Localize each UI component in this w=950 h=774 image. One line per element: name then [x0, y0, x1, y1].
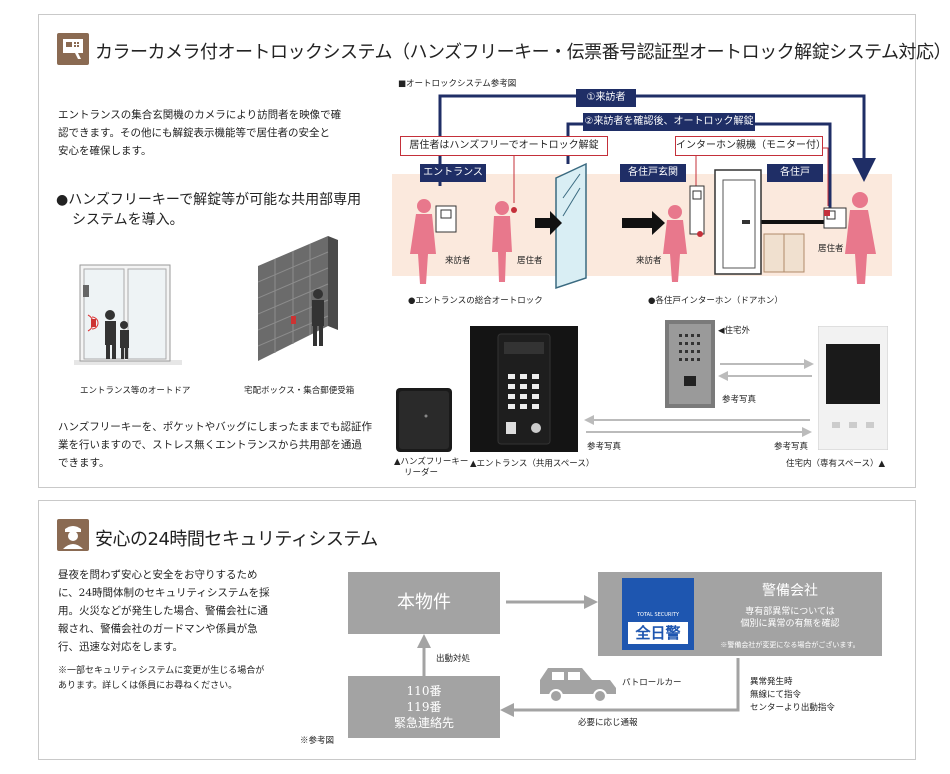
- caption-inside: 住宅内（専有スペース）▲: [786, 459, 886, 469]
- security-company-box: TOTAL SECURITY 全日警 警備会社 専有部異常については 個別に異常…: [598, 572, 882, 656]
- autolock-diagram: [392, 94, 892, 290]
- company-title: 警備会社: [762, 583, 818, 599]
- emergency-box: 110番 119番 緊急連絡先: [348, 676, 500, 738]
- body-line: 用。火災などが発生した場合、警備会社に通: [58, 605, 268, 617]
- logo-text: 全日警: [628, 622, 688, 644]
- property-box: 本物件: [348, 572, 500, 634]
- zone-door: 各住戸玄関: [620, 164, 686, 182]
- handsfree-note: 居住者はハンズフリーでオートロック解錠: [400, 136, 608, 156]
- caption-autolock: ●エントランスの総合オートロック: [408, 296, 543, 306]
- label-visitor-2: 来訪者: [636, 256, 662, 266]
- patrol-label: パトロールカー: [622, 678, 682, 688]
- caption-outside: ◀住宅外: [718, 326, 751, 336]
- anomaly-line: 無線にて指令: [750, 690, 802, 700]
- company-sub-line: 専有部異常については: [745, 607, 835, 617]
- caption-ref3: 参考写真: [774, 442, 809, 452]
- anomaly-label: 異常発生時 無線にて指令 センターより出動指令: [750, 676, 835, 715]
- caption-reader: ▲ハンズフリーキー リーダー: [394, 457, 468, 479]
- emergency-line: 110番: [406, 684, 442, 698]
- anomaly-line: センターより出動指令: [750, 703, 835, 713]
- note-line: ※一部セキュリティシステムに変更が生じる場合が: [58, 666, 265, 676]
- emergency-line: 緊急連絡先: [393, 716, 454, 730]
- label-visitor-1: 来訪者: [445, 256, 471, 266]
- report-label: 必要に応じ通報: [578, 718, 638, 728]
- logo-small-text: TOTAL SECURITY: [637, 612, 679, 618]
- handsfree-reader-photo: [396, 388, 452, 452]
- caption-ref1: 参考写真: [722, 395, 757, 405]
- company-sub-line: 個別に異常の有無を確認: [740, 619, 840, 629]
- intro-line: 安心を確保します。: [58, 145, 152, 157]
- handsfree-heading: ●ハンズフリーキーで解錠等が可能な共用部専用 システムを導入。: [56, 190, 361, 230]
- label-resident-2: 居住者: [818, 244, 844, 254]
- anomaly-line: 異常発生時: [750, 677, 793, 687]
- caption-autodoor: エントランス等のオートドア: [80, 386, 191, 396]
- intro-line: エントランスの集合玄関機のカメラにより訪問者を映像で確: [58, 109, 342, 121]
- guard-icon: [57, 519, 89, 551]
- patrol-car-icon: [540, 668, 616, 703]
- body-line: 昼夜を問わず安心と安全をお守りするため: [58, 569, 258, 581]
- company-note: ※警備会社が変更になる場合がございます。: [720, 641, 860, 649]
- zone-unit: 各住戸: [767, 164, 823, 182]
- caption-entrance: ▲エントランス（共用スペース）: [470, 459, 595, 469]
- emergency-line: 119番: [406, 700, 442, 714]
- section1-title: カラーカメラ付オートロックシステム（ハンズフリーキー・伝票番号認証型オートロック…: [95, 42, 950, 63]
- caption-doorphone: ●各住戸インターホン（ドアホン）: [648, 296, 783, 306]
- reader-line: リーダー: [404, 468, 439, 478]
- bullet-line: ●ハンズフリーキーで解錠等が可能な共用部専用: [56, 192, 362, 208]
- section2-title: 安心の24時間セキュリティシステム: [95, 529, 378, 550]
- indoor-monitor-photo: [818, 326, 888, 450]
- body-line: に、24時間体制のセキュリティシステムを採: [58, 587, 270, 599]
- link-arrows-outside: [718, 359, 814, 381]
- body-line: できます。: [58, 457, 110, 469]
- note-line: あります。詳しくは係員にお尋ねください。: [58, 681, 238, 691]
- body-line: 報され、警備会社のガードマンや係員が急: [58, 623, 258, 635]
- section2-note: ※一部セキュリティシステムに変更が生じる場合が あります。詳しくは係員にお尋ねく…: [58, 664, 318, 694]
- intercom-note: インターホン親機（モニター付）: [675, 136, 826, 156]
- alsok-logo: TOTAL SECURITY 全日警: [622, 578, 694, 650]
- visitor-tag: ①来訪者: [576, 89, 636, 107]
- intercom-icon: [57, 33, 89, 65]
- company-sub: 専有部異常については 個別に異常の有無を確認: [698, 606, 882, 630]
- section2-body: 昼夜を問わず安心と安全をお守りするため に、24時間体制のセキュリティシステムを…: [58, 566, 318, 656]
- body-line: ハンズフリーキーを、ポケットやバッグにしまったままでも認証作: [58, 421, 373, 433]
- caption-ref2: 参考写真: [587, 442, 622, 452]
- unlock-tag: ②来訪者を確認後、オートロック解錠: [583, 113, 755, 131]
- delivery-box-illustration: [258, 236, 338, 361]
- body-line: 業を行いますので、ストレス無くエントランスから共用部を通過: [58, 439, 362, 451]
- outside-intercom-photo: [665, 320, 715, 408]
- autodoor-illustration: [74, 264, 182, 365]
- intro-line: 認できます。その他にも解錠表示機能等で居住者の安全と: [58, 127, 330, 139]
- reader-line: ▲ハンズフリーキー: [394, 457, 469, 467]
- zone-entrance: エントランス: [420, 164, 486, 182]
- entrance-panel-photo: [470, 326, 578, 452]
- link-arrows-inside: [584, 415, 812, 437]
- bullet-line: システムを導入。: [72, 212, 184, 228]
- section1-body2: ハンズフリーキーを、ポケットやバッグにしまったままでも認証作 業を行いますので、…: [58, 418, 378, 472]
- ref-note: ※参考図: [300, 736, 335, 746]
- security-flow-arrows: [417, 595, 740, 717]
- diagram-title: ■オートロックシステム参考図: [398, 79, 517, 89]
- dispatch-label: 出動対処: [436, 654, 471, 664]
- body-line: 行、迅速な対応をします。: [58, 641, 183, 653]
- label-resident-1: 居住者: [517, 256, 543, 266]
- caption-delivery: 宅配ボックス・集合郵便受箱: [244, 386, 355, 396]
- section1-intro: エントランスの集合玄関機のカメラにより訪問者を映像で確 認できます。その他にも解…: [58, 106, 378, 160]
